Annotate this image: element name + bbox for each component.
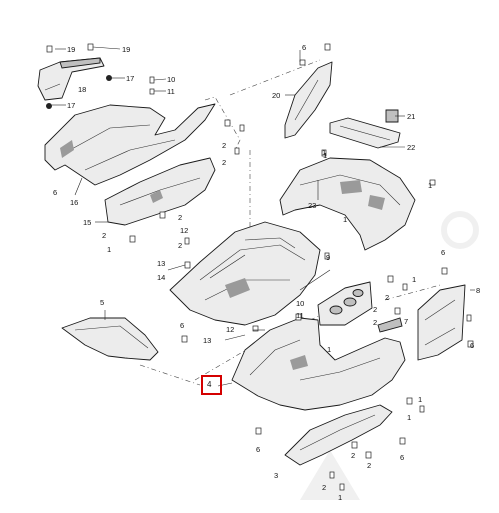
part-3-lower-panel[interactable] <box>284 404 393 466</box>
callout-2i: 2 <box>367 461 371 470</box>
callout-21: 21 <box>407 112 415 121</box>
callout-6b: 6 <box>302 43 306 52</box>
callout-6g: 6 <box>400 453 404 462</box>
callout-2f: 2 <box>373 318 377 327</box>
callout-6e: 6 <box>470 341 474 350</box>
callout-19a: 19 <box>67 45 75 54</box>
callout-16: 16 <box>70 198 78 207</box>
part-4-main-footwell[interactable] <box>231 317 406 411</box>
leader-lines <box>52 46 475 387</box>
callout-7: 7 <box>404 317 408 326</box>
callout-3: 3 <box>274 471 278 480</box>
callout-1a: 1 <box>322 148 326 157</box>
callout-6f: 6 <box>256 445 260 454</box>
fasteners <box>46 43 474 491</box>
part-23-rear-fender[interactable] <box>279 157 416 251</box>
part-15-left-inner-panel[interactable] <box>104 157 216 226</box>
callout-19b: 19 <box>122 45 130 54</box>
callout-10a: 10 <box>167 75 175 84</box>
callout-17b: 17 <box>67 101 75 110</box>
callout-18: 18 <box>78 85 86 94</box>
callout-2c: 2 <box>178 241 182 250</box>
callout-1g: 1 <box>407 413 411 422</box>
part-21-clip[interactable] <box>385 109 399 123</box>
callout-4-highlighted: 4 <box>207 380 212 389</box>
part-9-storage-lid[interactable] <box>317 281 373 326</box>
callout-22: 22 <box>407 143 415 152</box>
callout-17a: 17 <box>126 74 134 83</box>
part-22-plate[interactable] <box>329 117 401 149</box>
callout-1h: 1 <box>418 395 422 404</box>
callout-10b: 10 <box>296 299 304 308</box>
callout-2a: 2 <box>178 213 182 222</box>
callout-11a: 11 <box>167 87 175 96</box>
part-20-bracket[interactable] <box>284 61 333 139</box>
callout-1i: 1 <box>323 151 327 160</box>
callout-12a: 12 <box>180 226 188 235</box>
part-18-bracket[interactable] <box>37 57 105 101</box>
callout-15: 15 <box>83 218 91 227</box>
callout-14: 14 <box>157 273 165 282</box>
part-5-cover[interactable] <box>61 317 159 361</box>
callout-12b: 12 <box>226 325 234 334</box>
callout-13a: 13 <box>157 259 165 268</box>
callout-11b: 11 <box>296 311 304 320</box>
callout-2d: 2 <box>385 293 389 302</box>
callout-9: 9 <box>326 253 330 262</box>
callout-1b: 1 <box>107 245 111 254</box>
callout-2b: 2 <box>102 231 106 240</box>
callout-2e: 2 <box>373 305 377 314</box>
callout-labels: 19 19 17 18 17 10 11 16 6 15 6 20 21 22 … <box>53 43 480 502</box>
callout-6d: 6 <box>180 321 184 330</box>
callout-2j: 2 <box>222 158 226 167</box>
callout-6a: 6 <box>53 188 57 197</box>
callout-1c: 1 <box>343 215 347 224</box>
part-8-side-panel[interactable] <box>417 284 466 361</box>
part-16-left-fender[interactable] <box>44 103 216 186</box>
callout-13b: 13 <box>203 336 211 345</box>
callout-5: 5 <box>100 298 104 307</box>
callout-20: 20 <box>272 91 280 100</box>
callout-2g: 2 <box>322 483 326 492</box>
callout-2h: 2 <box>351 451 355 460</box>
callout-8: 8 <box>476 286 480 295</box>
part-7-trim[interactable] <box>377 317 403 333</box>
callout-6c: 6 <box>441 248 445 257</box>
callout-1j: 1 <box>428 181 432 190</box>
part-14-floor-tray[interactable] <box>169 221 321 326</box>
callout-2k: 2 <box>222 141 226 150</box>
highlight-box-part-4 <box>201 375 222 395</box>
callout-1f: 1 <box>338 493 342 502</box>
callout-23: 23 <box>308 201 316 210</box>
callout-1d: 1 <box>412 275 416 284</box>
callout-1e: 1 <box>327 345 331 354</box>
